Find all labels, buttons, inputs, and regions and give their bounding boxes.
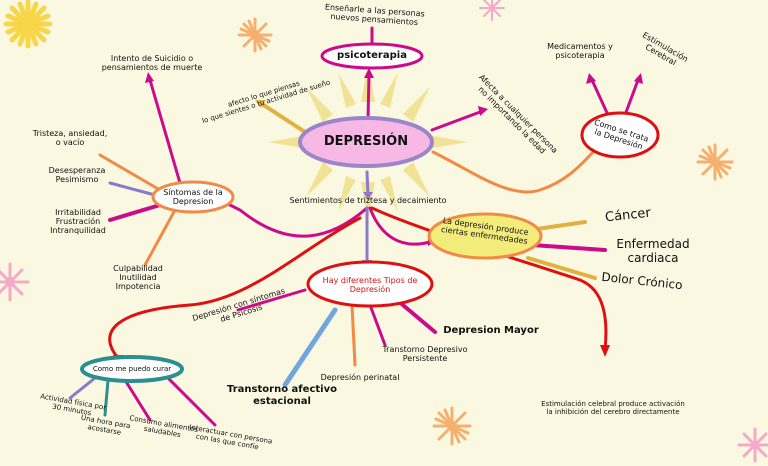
psicoterapia-label: psicoterapia bbox=[337, 50, 407, 61]
tipo-item-mayor: Depresion Mayor bbox=[443, 325, 539, 336]
sintomas-item-desesperanza: Desesperanza Pesimismo bbox=[48, 166, 106, 184]
star-decoration-yellow bbox=[3, 0, 53, 49]
enfermedades-node-shape bbox=[427, 212, 543, 260]
tipo-item-perinatal: Depresión perinatal bbox=[320, 373, 400, 382]
sintomas-label: Síntomas de la Depresion bbox=[163, 188, 223, 206]
sintomas-item-suicidio: Intento de Suicidio o pensamientos de mu… bbox=[101, 54, 203, 72]
center-sunburst bbox=[268, 64, 468, 220]
tipo-item-estacional: Transtorno afectivo estacional bbox=[227, 384, 337, 407]
star-decoration-orange-3 bbox=[432, 406, 472, 446]
center-node-shape bbox=[298, 116, 434, 168]
sintomas-item-culpabilidad: Culpabilidad Inutilidad Impotencia bbox=[113, 264, 163, 291]
star-decoration-orange-2 bbox=[696, 143, 734, 181]
psicoterapia-node-shape bbox=[320, 42, 424, 70]
enfermedad-item-cardiaca: Enfermedad cardiaca bbox=[616, 237, 690, 265]
tipos-node-shape bbox=[306, 260, 434, 308]
curar-node-shape bbox=[80, 355, 184, 383]
tipos-label: Hay diferentes Tipos de Depresión bbox=[322, 276, 418, 294]
sintomas-node-shape bbox=[151, 180, 235, 214]
center-label: DEPRESIÓN bbox=[323, 134, 409, 149]
sentimientos-label: Sentimientos de triztesa y decaimiento bbox=[289, 196, 447, 205]
star-decoration-pink-1 bbox=[479, 0, 505, 21]
star-decoration-orange-1 bbox=[237, 17, 273, 53]
star-decoration-pink-3 bbox=[737, 427, 768, 463]
connectors bbox=[68, 26, 640, 427]
sintomas-item-irritabilidad: Irritabilidad Frustración Intranquilidad bbox=[50, 208, 106, 235]
tipo-item-persistente: Transtorno Depresivo Persistente bbox=[382, 345, 468, 363]
star-decoration-pink-2 bbox=[0, 262, 30, 302]
tratamiento-node-shape bbox=[580, 111, 660, 159]
curar-label: Como me puedo curar bbox=[92, 365, 172, 373]
estimulacion-note: Estimulación celebral produce activación… bbox=[541, 400, 685, 416]
sintomas-item-tristeza: Tristeza, ansiedad, o vacío bbox=[32, 129, 108, 147]
tratamiento-item-medicamentos: Medicamentos y psicoterapia bbox=[547, 42, 613, 60]
